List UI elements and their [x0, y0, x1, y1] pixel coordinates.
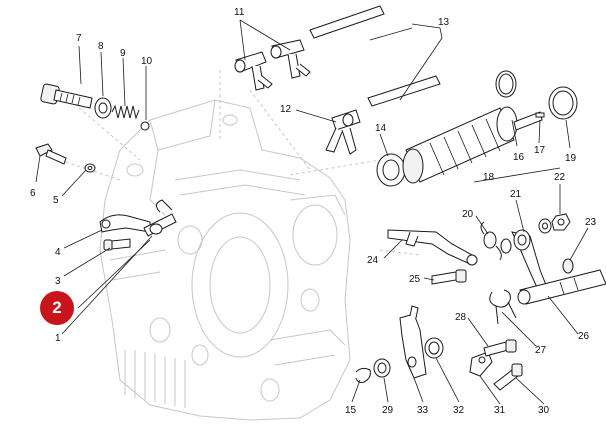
part-11-fork-right	[270, 39, 311, 79]
label-18: 18	[483, 172, 495, 183]
part-22-nut	[551, 213, 571, 231]
label-13: 13	[438, 17, 450, 28]
crankcase-outline	[99, 99, 351, 421]
part-33-plate	[399, 305, 427, 379]
part-20-spring	[480, 221, 512, 261]
part-1-shaft	[143, 199, 177, 237]
label-17: 17	[534, 145, 546, 156]
label-8: 8	[98, 41, 104, 52]
label-26: 26	[578, 331, 590, 342]
label-5: 5	[53, 195, 59, 206]
label-9: 9	[120, 48, 126, 59]
part-21-washer	[538, 218, 552, 234]
label-22: 22	[554, 172, 566, 183]
label-4: 4	[55, 247, 61, 258]
part-15-circlip	[355, 367, 371, 383]
label-32: 32	[453, 405, 465, 416]
label-25: 25	[409, 274, 421, 285]
part-4-lever	[99, 214, 151, 233]
label-27: 27	[535, 345, 547, 356]
label-14: 14	[375, 123, 387, 134]
part-16-circlip	[495, 70, 517, 98]
label-23: 23	[585, 217, 597, 228]
label-31: 31	[494, 405, 506, 416]
part-25-screw	[431, 269, 467, 285]
part-27-spring	[489, 289, 517, 325]
part-14-washer	[376, 153, 406, 187]
leader-lines	[35, 19, 589, 405]
label-12: 12	[280, 104, 292, 115]
part-19-ring	[548, 86, 578, 120]
part-28-screw	[483, 339, 517, 357]
label-16: 16	[513, 152, 525, 163]
label-33: 33	[417, 405, 429, 416]
part-17-pin	[535, 112, 545, 118]
part-26-shaft	[517, 269, 606, 305]
part-32-washer	[424, 337, 444, 359]
part-29-washer	[373, 358, 391, 378]
part-11-fork-left	[234, 51, 273, 91]
label-15: 15	[345, 405, 357, 416]
label-29: 29	[382, 405, 394, 416]
part-number-labels: 7 8 9 10 11 13 12 14 16 17 18 19 6 5 21 …	[30, 7, 597, 416]
part-18-selector-drum	[402, 106, 543, 184]
part-3-bolt	[103, 238, 131, 251]
part-23-cap	[562, 258, 574, 274]
label-10: 10	[141, 56, 153, 67]
part-shift-lever	[511, 229, 549, 295]
label-19: 19	[565, 153, 577, 164]
part-9-spring	[111, 104, 140, 120]
label-3-lower: 3	[55, 276, 61, 287]
part-10-ball	[140, 121, 150, 131]
label-1: 1	[55, 333, 61, 344]
step-callout-badge: 2	[40, 291, 74, 325]
part-8-washer	[94, 97, 112, 119]
part-13-rods	[309, 5, 441, 107]
part-24-plate	[387, 229, 478, 266]
label-24: 24	[367, 255, 379, 266]
label-28: 28	[455, 312, 467, 323]
label-20: 20	[462, 209, 474, 220]
part-30-screw	[493, 363, 523, 391]
part-7-bolt	[40, 83, 93, 109]
label-30: 30	[538, 405, 550, 416]
part-12-fork	[325, 109, 361, 155]
label-21: 21	[510, 189, 522, 200]
part-5-washer	[84, 163, 96, 173]
label-11: 11	[234, 7, 245, 18]
label-7: 7	[76, 33, 82, 44]
label-6: 6	[30, 188, 36, 199]
part-6-sensor	[35, 143, 67, 165]
